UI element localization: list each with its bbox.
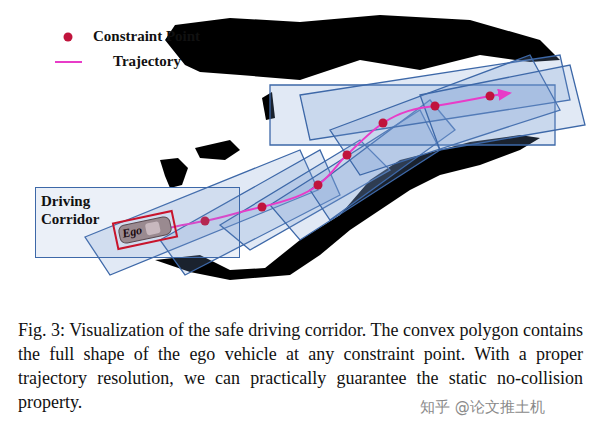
corridor-label: Driving Corridor — [36, 188, 130, 228]
legend-dot — [64, 33, 73, 42]
legend-text: Constraint Point — [93, 28, 200, 45]
ego-vehicle: Ego — [112, 210, 178, 250]
legend-line — [55, 61, 82, 63]
constraint-points — [201, 92, 495, 226]
corridor-box: Driving CorridorEgo — [35, 187, 240, 258]
legend-text: Trajectory — [113, 53, 181, 70]
watermark: 知乎 @论文推土机 — [420, 398, 545, 417]
